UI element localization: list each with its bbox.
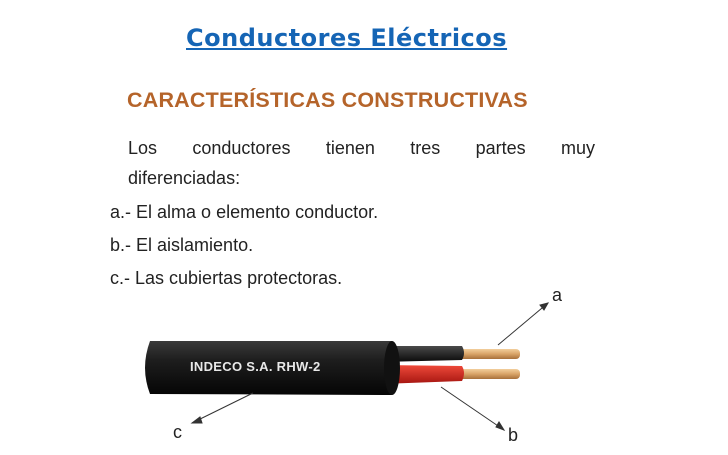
cable-brand-label: INDECO S.A. RHW-2 [190,359,321,374]
callout-label-a: a [552,285,563,305]
part-text: Las cubiertas protectoras. [135,268,343,288]
callout-label-b: b [508,425,519,445]
arrow-b-head [495,421,506,431]
arrow-c-head [190,416,203,424]
black-insulation-wire [380,346,464,362]
part-text: El alma o elemento conductor. [136,202,379,222]
red-insulation-wire [380,365,464,384]
intro-word: tres [410,138,441,158]
copper-conductor-top [455,349,520,359]
outer-sheath [145,341,397,395]
intro-line-1: Los conductores tienen tres partes muy [128,138,595,159]
intro-word: tienen [325,138,375,158]
page-title: Conductores Eléctricos [186,24,508,52]
part-prefix: a.- [110,202,132,222]
intro-word: conductores [192,138,291,158]
part-prefix: b.- [110,235,132,255]
intro-word: partes [475,138,526,158]
arrow-b-line [440,386,505,431]
copper-conductor-bottom [455,369,520,379]
intro-word: muy [560,138,595,158]
part-item-a: a.- El alma o elemento conductor. [110,202,378,223]
arrow-c-line [191,392,254,424]
callout-label-c: c [173,422,182,442]
part-prefix: c.- [110,268,130,288]
part-item-c: c.- Las cubiertas protectoras. [110,268,342,289]
part-text: El aislamiento. [136,235,254,255]
arrow-a-head [539,302,550,311]
arrow-a-line [497,302,549,346]
intro-line-2: diferenciadas: [128,168,241,188]
sheath-end [384,341,400,395]
part-item-b: b.- El aislamiento. [110,235,253,256]
intro-word: Los [128,138,158,158]
section-heading: CARACTERÍSTICAS CONSTRUCTIVAS [127,88,528,112]
